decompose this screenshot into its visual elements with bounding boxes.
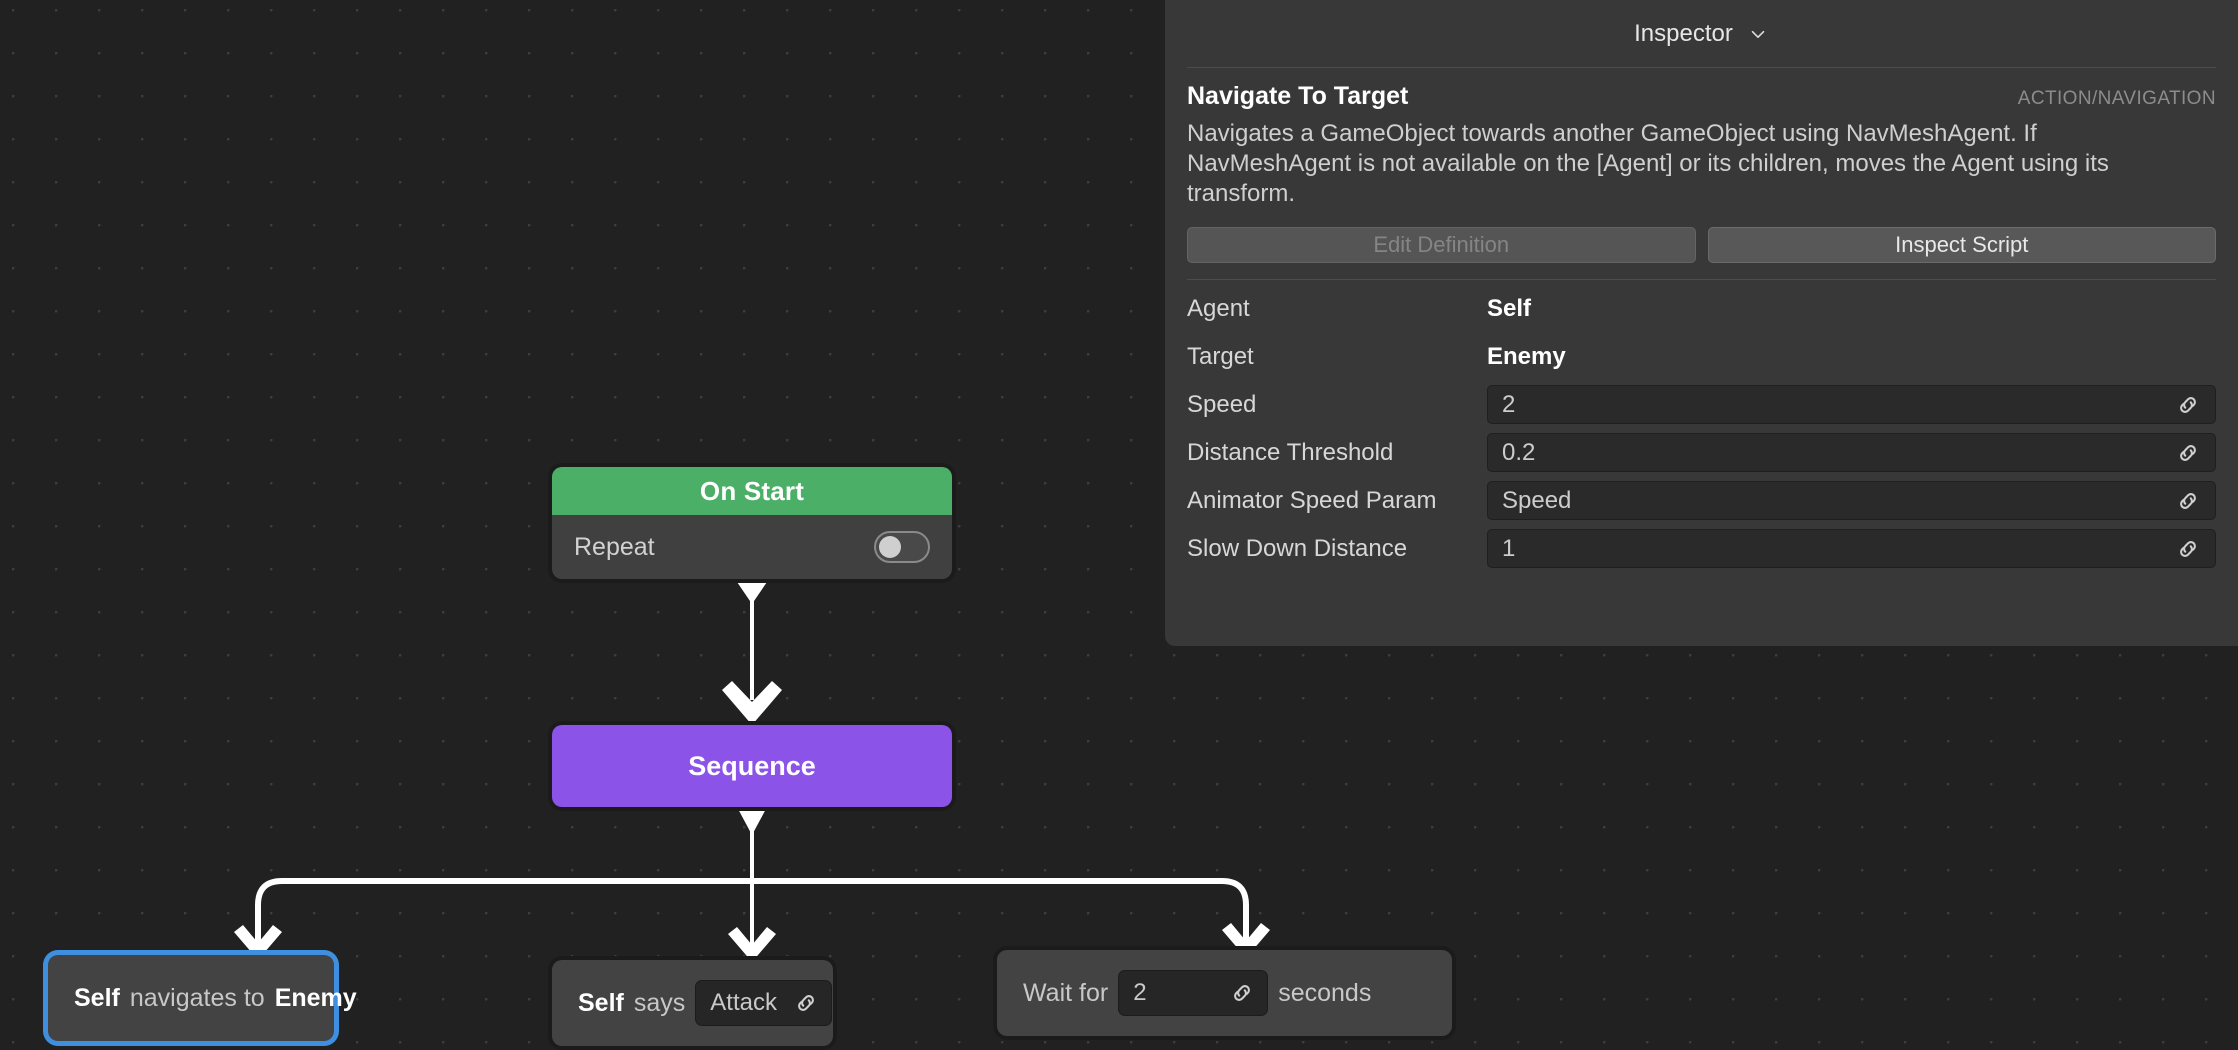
property-label: Target (1187, 342, 1254, 370)
chevron-down-icon[interactable] (1747, 23, 1769, 45)
says-message-field[interactable]: Attack (695, 980, 832, 1026)
link-icon[interactable] (2175, 536, 2201, 562)
wait-duration-value: 2 (1133, 979, 1147, 1006)
property-input[interactable]: 1 (1487, 529, 2216, 568)
property-row-target: Target Enemy (1187, 337, 2216, 376)
property-value[interactable]: Enemy (1487, 342, 1566, 370)
node-category-label: ACTION/NAVIGATION (2017, 88, 2216, 109)
graph-node-navigate-to-target[interactable]: Self navigates to Enemy (48, 955, 357, 1041)
property-label: Agent (1187, 294, 1250, 322)
property-row-slow-down-distance: Slow Down Distance 1 (1187, 529, 2216, 568)
property-value: 2 (1502, 390, 1516, 418)
inspected-node-title: Navigate To Target (1187, 82, 1409, 110)
link-icon[interactable] (2175, 488, 2201, 514)
link-icon[interactable] (793, 990, 819, 1016)
property-value: Speed (1502, 486, 1572, 514)
graph-node-on-start[interactable]: On Start Repeat (552, 467, 952, 579)
wait-prefix: Wait for (1023, 978, 1109, 1007)
property-label: Speed (1187, 390, 1257, 418)
property-value: 1 (1502, 534, 1516, 562)
graph-node-wait[interactable]: Wait for 2 seconds (997, 950, 1452, 1036)
on-start-title: On Start (552, 467, 952, 515)
link-icon[interactable] (1229, 980, 1255, 1006)
property-row-speed: Speed 2 (1187, 385, 2216, 424)
edge-sequence-to-children (234, 807, 1270, 962)
inspector-content: Navigate To Target ACTION/NAVIGATION Nav… (1165, 68, 2238, 568)
navigate-object: Enemy (274, 983, 357, 1012)
toggle-knob (879, 536, 901, 558)
property-row-agent: Agent Self (1187, 289, 2216, 328)
repeat-label: Repeat (574, 532, 655, 561)
node-title-row: Navigate To Target ACTION/NAVIGATION (1187, 82, 2216, 111)
navigate-subject: Self (74, 983, 120, 1012)
says-verb: says (633, 988, 686, 1017)
navigate-verb: navigates to (129, 983, 265, 1012)
wait-suffix: seconds (1278, 978, 1372, 1007)
property-input[interactable]: 0.2 (1487, 433, 2216, 472)
sequence-title: Sequence (688, 750, 816, 781)
property-row-distance-threshold: Distance Threshold 0.2 (1187, 433, 2216, 472)
property-label: Slow Down Distance (1187, 534, 1408, 562)
inspector-button-row: Edit Definition Inspect Script (1187, 227, 2216, 263)
link-icon[interactable] (2175, 392, 2201, 418)
says-subject: Self (578, 988, 624, 1017)
wait-duration-field[interactable]: 2 (1118, 970, 1269, 1016)
property-label: Animator Speed Param (1187, 486, 1437, 514)
property-value: 0.2 (1502, 438, 1536, 466)
repeat-toggle[interactable] (874, 531, 930, 563)
inspect-script-button[interactable]: Inspect Script (1707, 227, 2216, 263)
header-divider (1187, 67, 2216, 68)
properties-divider (1187, 279, 2216, 280)
property-value[interactable]: Self (1487, 294, 1532, 322)
says-message-value: Attack (710, 989, 777, 1016)
inspector-panel: Inspector Navigate To Target ACTION/NAVI… (1165, 0, 2238, 646)
property-input[interactable]: Speed (1487, 481, 2216, 520)
link-icon[interactable] (2175, 440, 2201, 466)
node-description: Navigates a GameObject towards another G… (1187, 120, 2109, 207)
property-row-animator-speed-param: Animator Speed Param Speed (1187, 481, 2216, 520)
on-start-body: Repeat (552, 515, 952, 579)
inspector-header[interactable]: Inspector (1165, 0, 2238, 67)
graph-node-says[interactable]: Self says Attack (552, 960, 833, 1046)
edge-onstart-to-sequence (722, 579, 782, 725)
inspector-title: Inspector (1634, 19, 1733, 47)
property-label: Distance Threshold (1187, 438, 1394, 466)
edit-definition-button[interactable]: Edit Definition (1187, 227, 1696, 263)
graph-node-sequence[interactable]: Sequence (552, 725, 952, 807)
property-input[interactable]: 2 (1487, 385, 2216, 424)
